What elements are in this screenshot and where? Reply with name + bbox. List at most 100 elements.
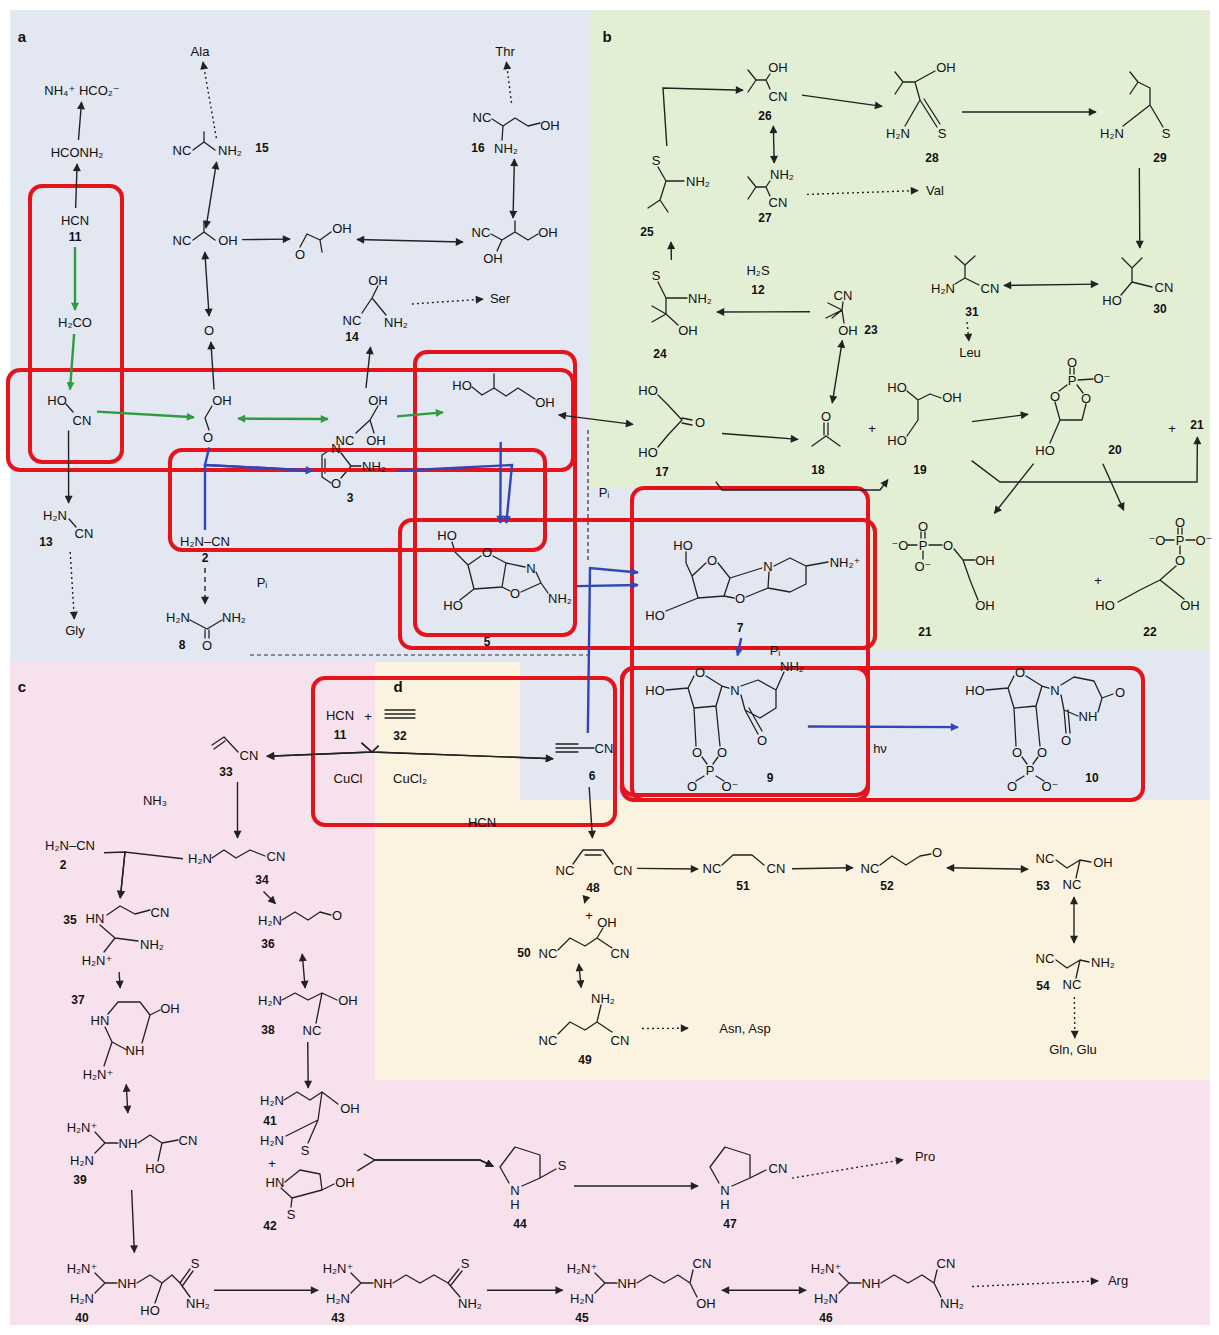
structure-text: O — [202, 639, 212, 652]
structure-text: CN — [75, 527, 94, 540]
reagent-label: + — [364, 710, 372, 723]
structure-text: H₂N–CN — [180, 535, 230, 548]
compound-node: Gly — [58, 621, 92, 639]
structure-text: CN — [834, 289, 853, 302]
bond-lines — [492, 118, 540, 140]
compound-node: OHNCOH — [330, 390, 395, 449]
bond-lines — [1121, 258, 1152, 295]
structure-text: S — [191, 1257, 200, 1270]
structure-text: HO — [452, 379, 472, 392]
structure-text: OH — [483, 252, 503, 265]
structure-text: NC — [336, 434, 355, 447]
structure-text: OH — [942, 391, 962, 404]
reaction-arrow — [1103, 464, 1124, 510]
compound-number: 33 — [219, 766, 232, 778]
bond-lines — [282, 993, 337, 1023]
compound-number: 14 — [345, 331, 358, 343]
bond-lines — [66, 404, 73, 412]
reagent-label: hν — [873, 742, 887, 755]
compound-number: 6 — [589, 770, 596, 782]
bond-lines — [558, 928, 612, 950]
compound-node: SNH₂25 — [628, 148, 712, 240]
structure-text: O — [821, 410, 831, 423]
structure-text: OH — [335, 1176, 355, 1189]
reaction-arrow — [670, 242, 672, 260]
compound-node: NH₂NCCN49 — [530, 990, 640, 1069]
compound-node: NCO52 — [855, 840, 945, 894]
reaction-arrow — [132, 1190, 135, 1253]
reaction-arrow — [738, 638, 742, 656]
compound-node: OPO⁻OOHO20 — [1030, 354, 1125, 463]
bond-lines — [205, 406, 212, 430]
structure-text: O — [332, 909, 342, 922]
structure-text: O⁻ — [722, 780, 739, 793]
reaction-arrow — [205, 252, 209, 316]
structure-text: S — [287, 1208, 296, 1221]
reaction-arrow — [722, 1290, 806, 1291]
structure-text: O — [1067, 356, 1077, 369]
reaction-arrow — [120, 852, 183, 898]
panel-letter: a — [18, 29, 26, 44]
compound-number: 8 — [179, 639, 186, 651]
structure-text: OH — [597, 916, 617, 929]
structure-text: O — [1175, 516, 1185, 529]
bond-lines — [362, 286, 386, 315]
structure-text: N — [730, 684, 739, 697]
compound-node: H₂N⁺NHSH₂NNH₂43 — [320, 1255, 485, 1327]
structure-text: OH — [838, 324, 858, 337]
reaction-arrow — [76, 164, 77, 208]
reaction-arrow — [206, 162, 217, 228]
structure-text: H — [510, 1198, 519, 1211]
structure-text: O — [1007, 780, 1017, 793]
structure-text: Val — [926, 184, 944, 197]
reagent-label: Pᵢ — [599, 486, 610, 499]
reagent-label: NH₃ — [143, 794, 167, 807]
structure-text: ⁻O — [1149, 534, 1166, 547]
compound-node: H₂N–CN2 — [170, 532, 240, 566]
structure-text: CN — [981, 282, 1000, 295]
reaction-arrow — [717, 311, 810, 313]
compound-node: NCOHNC53 — [1030, 845, 1118, 895]
compound-node: NCNH₂NC54 — [1030, 945, 1118, 995]
highlight-frame — [170, 450, 545, 550]
bond-lines — [826, 302, 844, 323]
structure-text: CN — [611, 947, 630, 960]
structure-text: OH — [338, 994, 358, 1007]
compound-node: Val — [920, 181, 950, 199]
structure-text: CN — [769, 1162, 788, 1175]
compound-node: NCOHOH — [465, 220, 560, 267]
structure-text: NH₄⁺ HCO₂⁻ — [44, 84, 119, 97]
structure-text: CN — [1155, 281, 1174, 294]
compound-node: HOOHO17 — [635, 380, 720, 480]
reaction-arrow — [119, 972, 120, 988]
structure-text: O — [1037, 746, 1047, 759]
compound-node: Thr — [490, 42, 520, 60]
reaction-arrow — [807, 191, 918, 195]
compound-node: H₂N⁺NHCNH₂NNH₂46 — [808, 1255, 970, 1327]
structure-text: NH₂ — [218, 144, 242, 157]
reaction-arrow — [722, 433, 798, 439]
compound-node: NCNH₂15 — [165, 140, 272, 160]
compound-number: 13 — [39, 536, 52, 548]
compound-node: H₂NCN31 — [925, 252, 1002, 320]
structure-text: O — [687, 780, 697, 793]
reaction-arrow — [238, 417, 328, 420]
compound-node: H₂NOH41H₂NS — [255, 1090, 362, 1159]
structure-text: OH — [678, 324, 698, 337]
compound-node: OHNCNH₂14 — [340, 268, 410, 345]
structure-text: CN — [614, 864, 633, 877]
compound-node: HOOHHO19 — [885, 377, 970, 478]
structure-text: HO — [437, 529, 457, 542]
structure-text: O⁻ — [1094, 372, 1111, 385]
compound-node: H₂NOHNC38 — [255, 990, 360, 1040]
compound-node: O⁻OPO⁻OHOOH22 — [1093, 512, 1214, 642]
dashed-phosphate-line — [587, 430, 588, 560]
reaction-arrow — [1004, 284, 1098, 285]
reagent-label: HCN — [468, 816, 496, 829]
bond-lines — [1056, 860, 1091, 878]
structure-text: OH — [975, 599, 995, 612]
structure-text: O — [1061, 734, 1071, 747]
structure-text: CN — [769, 196, 788, 209]
structure-text: HCN — [326, 709, 354, 722]
structure-text: Pro — [915, 1150, 935, 1163]
